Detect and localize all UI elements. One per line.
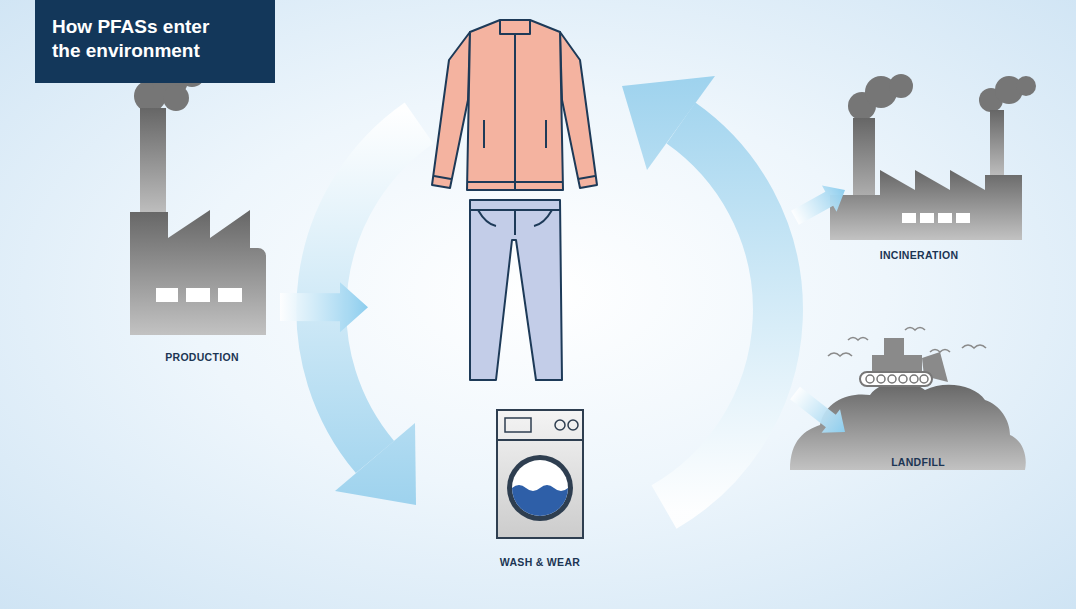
jacket-sleeve: [432, 32, 470, 188]
jacket: [432, 20, 597, 190]
factory-window: [186, 288, 210, 302]
jeans-details: [470, 210, 560, 235]
cycle-arc-right: [664, 123, 778, 507]
smoke: [1016, 76, 1036, 96]
smoke: [163, 85, 189, 111]
incineration-node: INCINERATION: [845, 100, 995, 265]
node-label: PRODUCTION: [165, 350, 239, 364]
plant-window: [956, 213, 970, 223]
factory-building: [130, 210, 266, 335]
cycle-arrowhead-right: [622, 76, 715, 170]
jeans: [470, 200, 562, 380]
washer-display: [505, 418, 531, 432]
washer-panel-line: [497, 439, 583, 441]
washer-body: [497, 410, 583, 538]
cycle-arrowhead-left: [335, 423, 416, 505]
plant-window: [920, 213, 934, 223]
wash-node: WASH & WEAR: [368, 55, 795, 575]
track-wheels: [866, 375, 928, 383]
factory-window: [218, 288, 242, 302]
node-label: LANDFILL: [891, 455, 945, 469]
flow-arrow: [280, 282, 368, 332]
washer-door-ring: [507, 455, 573, 521]
plant-window: [902, 213, 916, 223]
node-label: INCINERATION: [880, 248, 959, 262]
factory-window: [156, 288, 178, 302]
cycle-arc-left: [321, 123, 419, 457]
bulldozer-track: [860, 372, 932, 386]
production-factory: [130, 61, 266, 335]
plant-window: [938, 213, 952, 223]
washer-knob: [555, 420, 565, 430]
bulldozer-cab: [884, 338, 904, 356]
jeans-body: [470, 200, 562, 380]
chimney: [990, 110, 1004, 180]
incineration-plant: [830, 74, 1036, 240]
jacket-collar: [500, 20, 530, 34]
jacket-sleeve: [560, 32, 597, 188]
bulldozer-body: [872, 355, 922, 373]
chimney: [140, 108, 166, 218]
jacket-details: [434, 34, 595, 190]
washer-door: [512, 460, 568, 516]
waste-mound: [790, 382, 1026, 470]
landfill-site: [790, 328, 1026, 471]
node-label: WASH & WEAR: [500, 555, 580, 569]
diagram-title: How PFASs enter the environment: [52, 15, 237, 63]
washer-knob: [568, 420, 578, 430]
washer-water: [512, 485, 568, 516]
landfill-node: LANDFILL: [845, 340, 995, 470]
birds: [828, 328, 986, 357]
smoke: [889, 74, 913, 98]
title-box: How PFASs enter the environment: [35, 0, 275, 83]
washing-machine: [497, 410, 583, 538]
production-node: PRODUCTION: [125, 130, 280, 368]
flow-arrow: [791, 186, 845, 225]
plant-building: [830, 170, 1022, 240]
flow-arrow: [790, 387, 845, 433]
